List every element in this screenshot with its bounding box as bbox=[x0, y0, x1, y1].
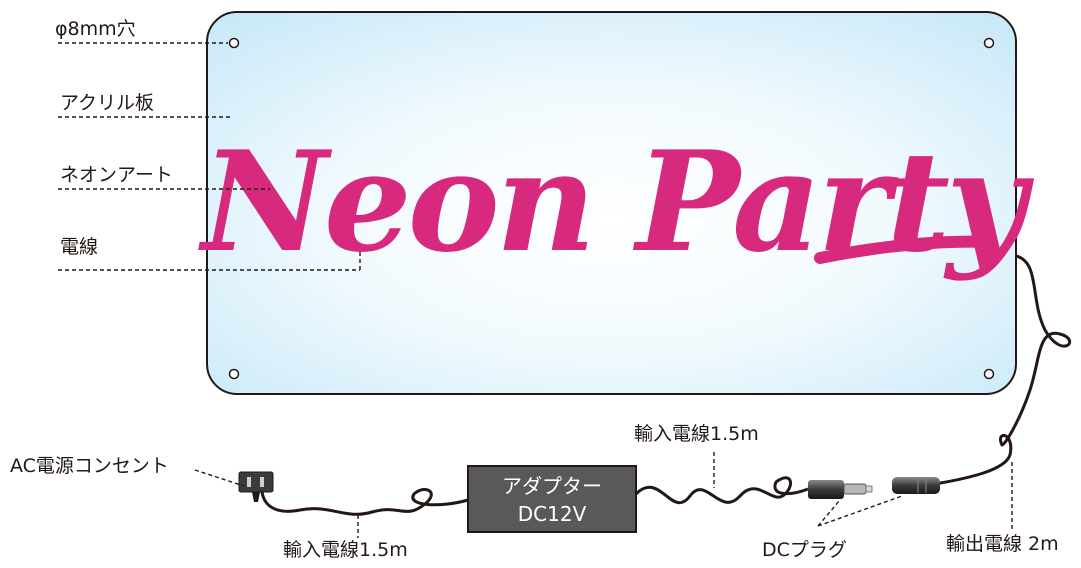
input-wire-bottom-label: 輸入電線1.5m bbox=[283, 539, 408, 561]
leader-lines bbox=[58, 42, 361, 271]
mount-hole-top-right bbox=[983, 37, 995, 49]
ac-plug-shape bbox=[238, 471, 274, 502]
adapter-label-line2: DC12V bbox=[517, 502, 587, 526]
output-wire-label: 輸出電線 2m bbox=[946, 533, 1059, 555]
input-wire-top-label: 輸入電線1.5m bbox=[634, 423, 759, 445]
adapter-output-wire bbox=[634, 476, 809, 505]
adapter-label-line1: アダプター bbox=[502, 474, 602, 498]
mount-hole-bottom-right bbox=[983, 368, 995, 380]
acrylic-panel bbox=[206, 11, 1017, 395]
dc-plug-label: DCプラグ bbox=[762, 539, 847, 561]
bottom-leader-lines bbox=[194, 452, 1013, 538]
neon-art: Neon Party bbox=[198, 120, 1039, 283]
neon-art-label: ネオンアート bbox=[60, 164, 173, 186]
hole-label: φ8mm穴 bbox=[55, 18, 136, 40]
mount-hole-top-left bbox=[228, 37, 240, 49]
dc-plug-shape bbox=[808, 480, 873, 499]
acrylic-label: アクリル板 bbox=[60, 92, 155, 114]
ac-input-wire bbox=[260, 488, 469, 516]
wire-label: 電線 bbox=[60, 236, 99, 258]
output-wire bbox=[934, 254, 1072, 486]
neon-swash bbox=[814, 235, 996, 264]
mount-hole-bottom-left bbox=[228, 368, 240, 380]
ac-outlet-label: AC電源コンセント bbox=[10, 455, 169, 477]
adapter-box bbox=[467, 465, 637, 533]
output-wire-socket bbox=[892, 477, 940, 494]
neon-sign-text: Neon Party bbox=[198, 120, 1035, 283]
